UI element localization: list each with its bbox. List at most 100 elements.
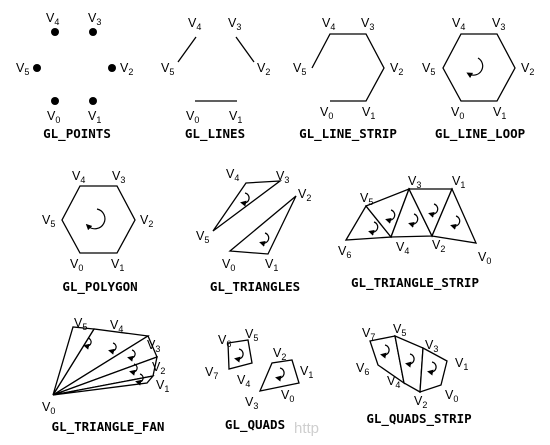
- vertex-label: V3: [492, 16, 505, 32]
- caption-gl-line-loop: GL_LINE_LOOP: [435, 126, 525, 142]
- vertex-label: V1: [362, 105, 375, 121]
- clockwise-arrow-icon: [259, 232, 270, 247]
- clockwise-arrow-icon: [385, 209, 396, 224]
- vertex-label: V2: [140, 213, 153, 229]
- vertex-label: V3: [361, 16, 374, 32]
- line-segment: [235, 36, 255, 63]
- vertex-label: V4: [452, 16, 465, 32]
- vertex-label: V0: [281, 388, 294, 404]
- gl-lines-diagram: V0 V1 V2 V3 V4 V5 GL_LINES: [161, 16, 270, 142]
- vertex-label: V4: [110, 318, 123, 334]
- vertex-label: V3: [112, 169, 125, 185]
- vertex-label: V1: [300, 364, 313, 380]
- caption-gl-quads: GL_QUADS: [225, 417, 285, 433]
- gl-quads-strip-diagram: V0 V1 V2 V3 V4 V5 V6 V7 GL_QUADS_STRIP: [356, 322, 472, 427]
- vertex-label: V0: [186, 109, 199, 125]
- vertex-label: V4: [46, 11, 59, 27]
- vertex-label: V7: [362, 326, 375, 342]
- clockwise-arrow-icon: [127, 349, 136, 362]
- vertex-label: V2: [273, 346, 286, 362]
- clockwise-arrow-icon: [380, 344, 390, 359]
- vertex-label: V3: [228, 16, 241, 32]
- vertex-label: V5: [293, 61, 306, 77]
- gl-polygon-diagram: V0 V1 V2 V3 V4 V5 GL_POLYGON: [42, 169, 153, 295]
- vertex-label: V3: [425, 338, 438, 354]
- vertex-label: V1: [452, 174, 465, 190]
- strip-triangle: [431, 187, 478, 244]
- vertex-label: V4: [226, 167, 239, 183]
- clockwise-arrow-icon: [135, 373, 144, 386]
- vertex-label: V0: [445, 388, 458, 404]
- vertex-label: V6: [356, 361, 369, 377]
- clockwise-arrow-icon: [85, 208, 106, 231]
- triangle-face: [212, 180, 283, 232]
- clockwise-arrow-icon: [129, 363, 138, 376]
- vertex-label: V0: [70, 257, 83, 273]
- caption-gl-points: GL_POINTS: [43, 126, 111, 142]
- vertex-label: V5: [245, 327, 258, 343]
- clockwise-arrow-icon: [408, 213, 419, 228]
- vertex-label: V3: [147, 338, 160, 354]
- vertex-label: V4: [188, 16, 201, 32]
- vertex-label: V2: [120, 61, 133, 77]
- vertex-label: V0: [451, 105, 464, 121]
- point-v3: [89, 28, 97, 36]
- vertex-label: V1: [111, 257, 124, 273]
- clockwise-arrow-icon: [83, 337, 92, 350]
- vertex-label: V5: [393, 322, 406, 338]
- caption-gl-polygon: GL_POLYGON: [62, 279, 137, 295]
- point-v1: [89, 97, 97, 105]
- caption-gl-triangle-strip: GL_TRIANGLE_STRIP: [351, 275, 479, 291]
- vertex-label: V7: [205, 365, 218, 381]
- vertex-label: V2: [390, 61, 403, 77]
- clockwise-arrow-icon: [275, 367, 285, 382]
- line-segment: [177, 36, 197, 63]
- caption-gl-triangles: GL_TRIANGLES: [210, 279, 300, 295]
- vertex-label: V2: [298, 187, 311, 203]
- point-v2: [108, 64, 116, 72]
- vertex-label: V5: [16, 61, 29, 77]
- polygon-outline: [61, 185, 136, 254]
- caption-gl-lines: GL_LINES: [185, 126, 245, 142]
- vertex-label: V1: [493, 105, 506, 121]
- vertex-label: V1: [229, 109, 242, 125]
- vertex-label: V2: [521, 61, 534, 77]
- triangle-face: [228, 195, 297, 255]
- vertex-label: V3: [245, 395, 258, 411]
- vertex-label: V1: [455, 356, 468, 372]
- vertex-label: V4: [396, 240, 409, 256]
- gl-line-strip-diagram: V0 V1 V2 V3 V4 V5 GL_LINE_STRIP: [293, 16, 403, 142]
- gl-triangles-diagram: V0 V1 V2 V3 V4 V5 GL_TRIANGLES: [196, 167, 311, 295]
- vertex-label: V0: [320, 105, 333, 121]
- vertex-label: V3: [408, 174, 421, 190]
- clockwise-arrow-icon: [466, 57, 484, 79]
- gl-triangle-strip-diagram: V0 V1 V2 V3 V4 V5 V6 GL_TRIANGLE_STRIP: [338, 174, 491, 291]
- point-v4: [51, 28, 59, 36]
- clockwise-arrow-icon: [427, 361, 437, 376]
- vertex-label: V4: [237, 373, 250, 389]
- clockwise-arrow-icon: [368, 221, 379, 236]
- vertex-label: V2: [414, 394, 427, 410]
- vertex-label: V0: [222, 257, 235, 273]
- vertex-label: V1: [265, 257, 278, 273]
- clockwise-arrow-icon: [108, 342, 117, 355]
- vertex-label: V5: [196, 229, 209, 245]
- vertex-label: V5: [422, 61, 435, 77]
- vertex-label: V5: [74, 316, 87, 332]
- vertex-label: V4: [72, 169, 85, 185]
- vertex-label: V0: [478, 250, 491, 266]
- fan-triangle: [52, 375, 155, 396]
- gl-quads-diagram: V0 V1 V2 V3 V4 V5 V6 V7 GL_QUADS: [205, 327, 313, 433]
- clockwise-arrow-icon: [450, 215, 461, 230]
- gl-points-diagram: V0 V1 V2 V3 V4 V5 GL_POINTS: [16, 11, 133, 142]
- vertex-label: V0: [42, 400, 55, 416]
- vertex-label: V4: [322, 16, 335, 32]
- line-loop-path: [442, 33, 516, 102]
- vertex-label: V5: [360, 191, 373, 207]
- gl-line-loop-diagram: V0 V1 V2 V3 V4 V5 GL_LINE_LOOP: [422, 16, 534, 142]
- vertex-label: V2: [257, 61, 270, 77]
- caption-gl-triangle-fan: GL_TRIANGLE_FAN: [52, 419, 165, 435]
- watermark-text: http: [294, 420, 319, 437]
- point-v5: [33, 64, 41, 72]
